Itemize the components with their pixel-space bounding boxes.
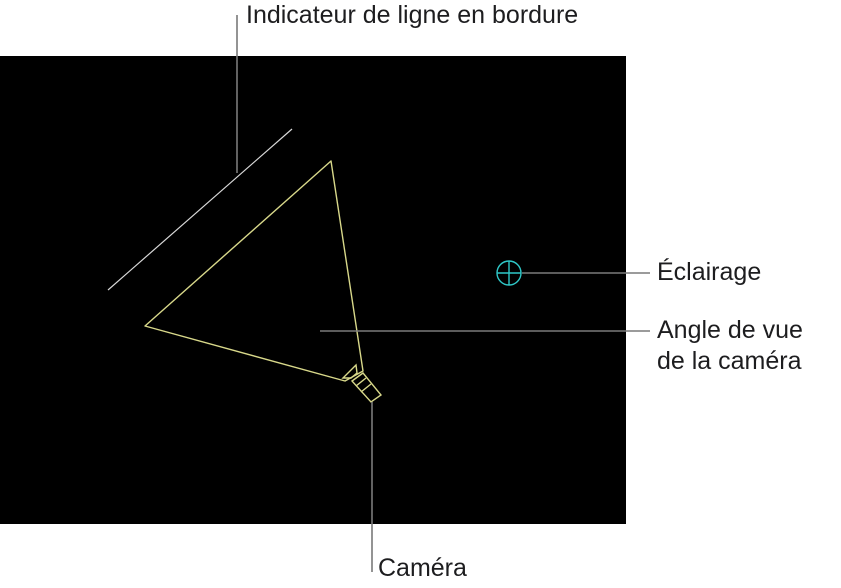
- camera-view-angle-label: Angle de vue de la caméra: [657, 315, 803, 377]
- camera-view-angle-label-line1: Angle de vue: [657, 316, 803, 344]
- camera-label: Caméra: [378, 554, 467, 582]
- camera-body-icon: [341, 363, 383, 403]
- edge-line-indicator: [107, 128, 293, 291]
- edge-line-indicator-label: Indicateur de ligne en bordure: [246, 1, 579, 29]
- canvas-viewport: [0, 56, 626, 524]
- camera-view-angle-frustum: [144, 160, 364, 382]
- camera-view-angle-label-line2: de la caméra: [657, 347, 802, 375]
- light-crosshair-icon[interactable]: [496, 260, 522, 286]
- light-label: Éclairage: [657, 258, 762, 286]
